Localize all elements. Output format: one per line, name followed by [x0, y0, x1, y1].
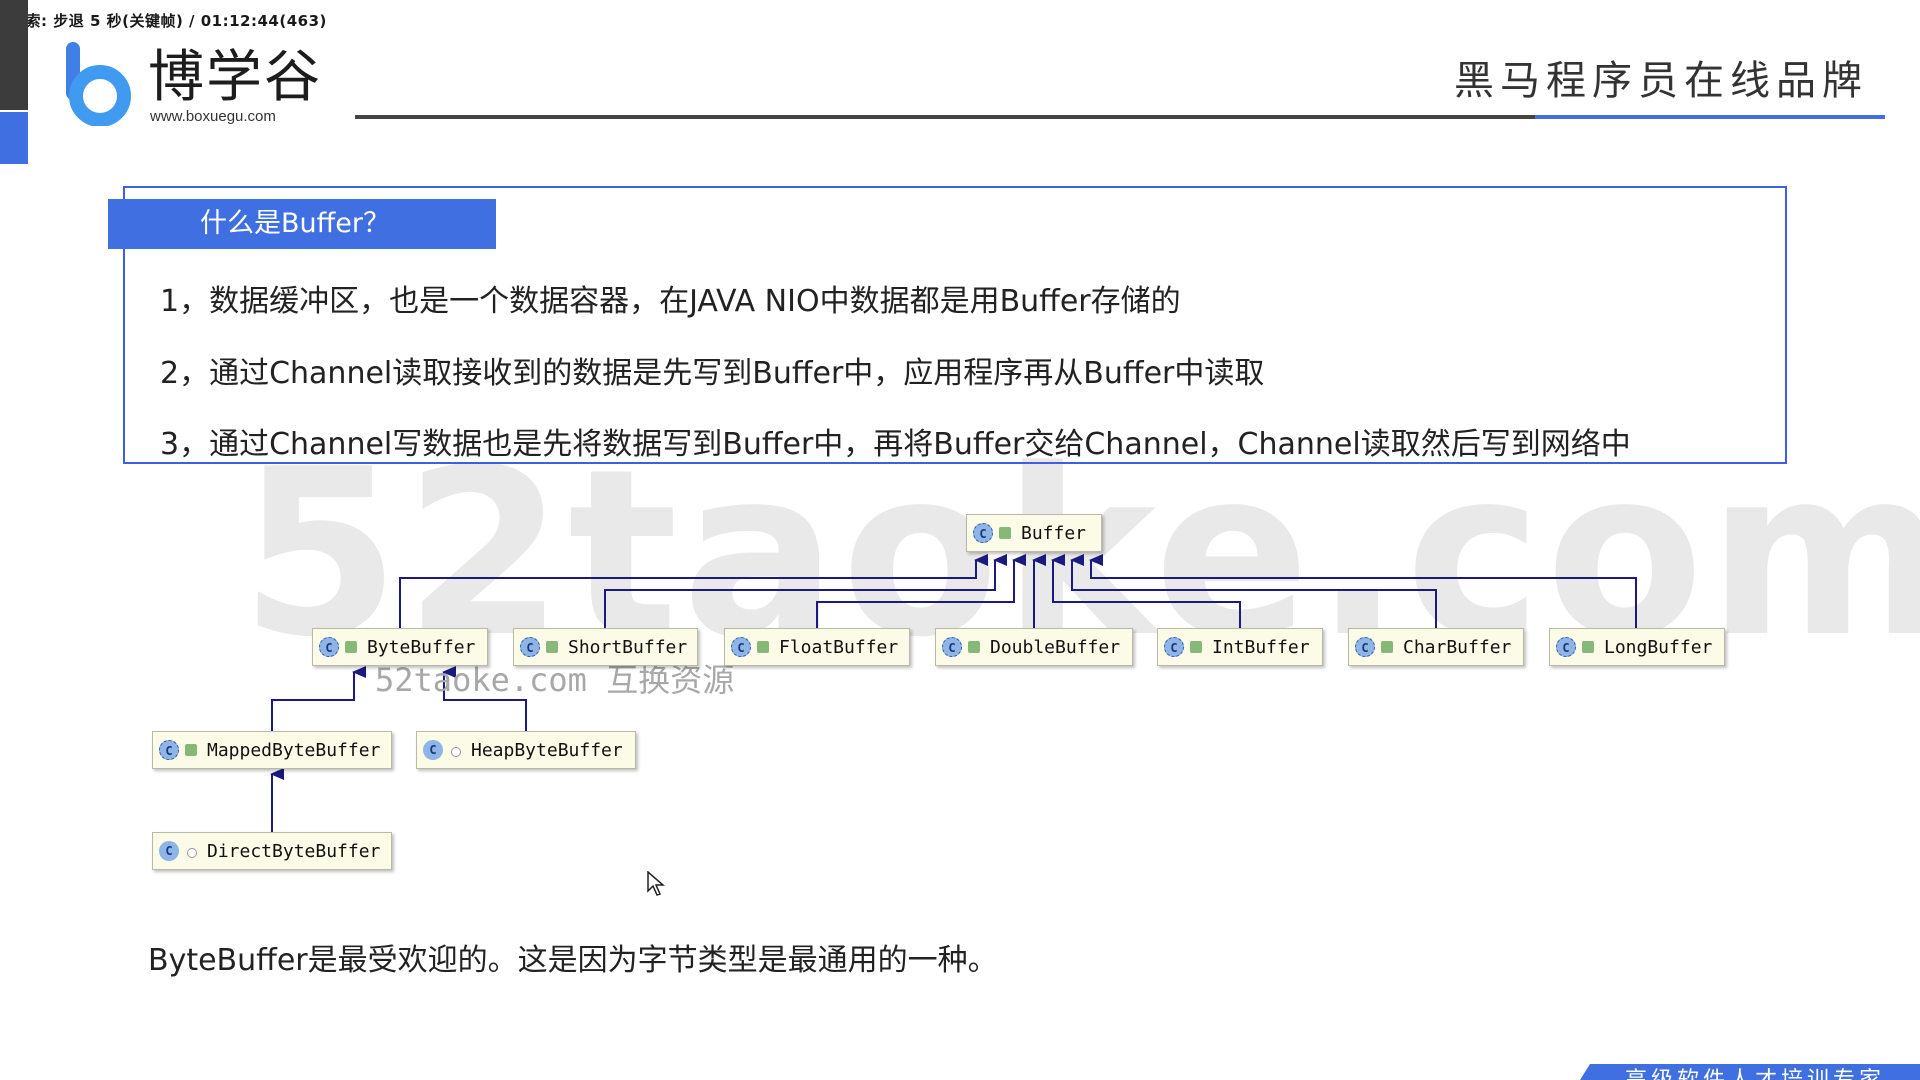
class-icon: C	[731, 637, 751, 657]
class-buffer: C Buffer	[966, 514, 1102, 552]
logo-url: www.boxuegu.com	[150, 108, 276, 125]
lock-icon	[1582, 641, 1594, 653]
header-divider-accent	[1535, 115, 1885, 119]
watermark-small: 52taoke.com 互换资源	[375, 661, 735, 699]
class-longbuffer: C LongBuffer	[1549, 628, 1725, 666]
class-name: DirectByteBuffer	[207, 841, 381, 862]
package-private-icon	[451, 747, 461, 757]
class-directbytebuffer: C DirectByteBuffer	[152, 832, 392, 870]
player-status-text: 搜索: 步退 5 秒(关键帧) / 01:12:44(463)	[10, 12, 327, 30]
section-title: 什么是Buffer？	[108, 199, 496, 249]
edge-floatbuffer-buffer	[816, 554, 1026, 628]
logo-b-icon	[66, 42, 131, 126]
caption: ByteBuffer是最受欢迎的。这是因为字节类型是最通用的一种。	[148, 943, 998, 978]
class-icon: C	[159, 740, 179, 760]
class-shortbuffer: C ShortBuffer	[513, 628, 698, 666]
class-icon: C	[1556, 637, 1576, 657]
class-name: LongBuffer	[1604, 637, 1713, 658]
logo-text: 博学谷	[148, 45, 322, 110]
class-icon: C	[319, 637, 339, 657]
class-name: DoubleBuffer	[990, 637, 1121, 658]
mouse-cursor-icon	[647, 871, 665, 896]
class-icon: C	[159, 841, 179, 861]
player-side-accent	[0, 112, 28, 164]
footer-text: 高级软件人才培训专家	[1625, 1062, 1885, 1080]
lock-icon	[968, 641, 980, 653]
point-2: 2，通过Channel读取接收到的数据是先写到Buffer中，应用程序再从Buf…	[160, 356, 1265, 391]
content-box	[123, 186, 1787, 464]
package-private-icon	[187, 848, 197, 858]
class-charbuffer: C CharBuffer	[1348, 628, 1524, 666]
class-name: IntBuffer	[1212, 637, 1310, 658]
edge-bytebuffer-buffer	[399, 554, 988, 628]
class-floatbuffer: C FloatBuffer	[724, 628, 910, 666]
class-doublebuffer: C DoubleBuffer	[935, 628, 1133, 666]
class-mappedbytebuffer: C MappedByteBuffer	[152, 731, 392, 769]
footer-banner	[1580, 1064, 1920, 1080]
class-name: MappedByteBuffer	[207, 740, 381, 761]
class-bytebuffer: C ByteBuffer	[312, 628, 488, 666]
class-icon: C	[423, 740, 443, 760]
class-icon: C	[1164, 637, 1184, 657]
lock-icon	[345, 641, 357, 653]
edge-heap-bytebuffer	[442, 666, 527, 731]
class-icon: C	[520, 637, 540, 657]
lock-icon	[1190, 641, 1202, 653]
lock-icon	[999, 527, 1011, 539]
lock-icon	[757, 641, 769, 653]
player-side-strip	[0, 0, 28, 110]
class-name: Buffer	[1021, 523, 1087, 544]
lock-icon	[546, 641, 558, 653]
class-name: CharBuffer	[1403, 637, 1512, 658]
edge-mapped-bytebuffer	[271, 666, 366, 731]
class-intbuffer: C IntBuffer	[1157, 628, 1323, 666]
brand-title: 黑马程序员在线品牌	[1454, 58, 1868, 104]
lock-icon	[1381, 641, 1393, 653]
class-name: FloatBuffer	[779, 637, 899, 658]
lock-icon	[185, 744, 197, 756]
point-1: 1，数据缓冲区，也是一个数据容器，在JAVA NIO中数据都是用Buffer存储…	[160, 284, 1181, 319]
class-name: ByteBuffer	[367, 637, 476, 658]
class-name: ShortBuffer	[568, 637, 688, 658]
header-divider	[355, 115, 1885, 119]
edge-longbuffer-buffer	[1089, 554, 1637, 628]
edge-intbuffer-buffer	[1051, 554, 1241, 628]
class-icon: C	[1355, 637, 1375, 657]
edge-shortbuffer-buffer	[604, 554, 1007, 628]
class-heapbytebuffer: C HeapByteBuffer	[416, 731, 636, 769]
point-3: 3，通过Channel写数据也是先将数据写到Buffer中，再将Buffer交给…	[160, 427, 1631, 462]
logo: 博学谷 www.boxuegu.com	[60, 40, 330, 130]
class-icon: C	[973, 523, 993, 543]
class-icon: C	[942, 637, 962, 657]
edge-charbuffer-buffer	[1070, 554, 1437, 628]
class-name: HeapByteBuffer	[471, 740, 623, 761]
